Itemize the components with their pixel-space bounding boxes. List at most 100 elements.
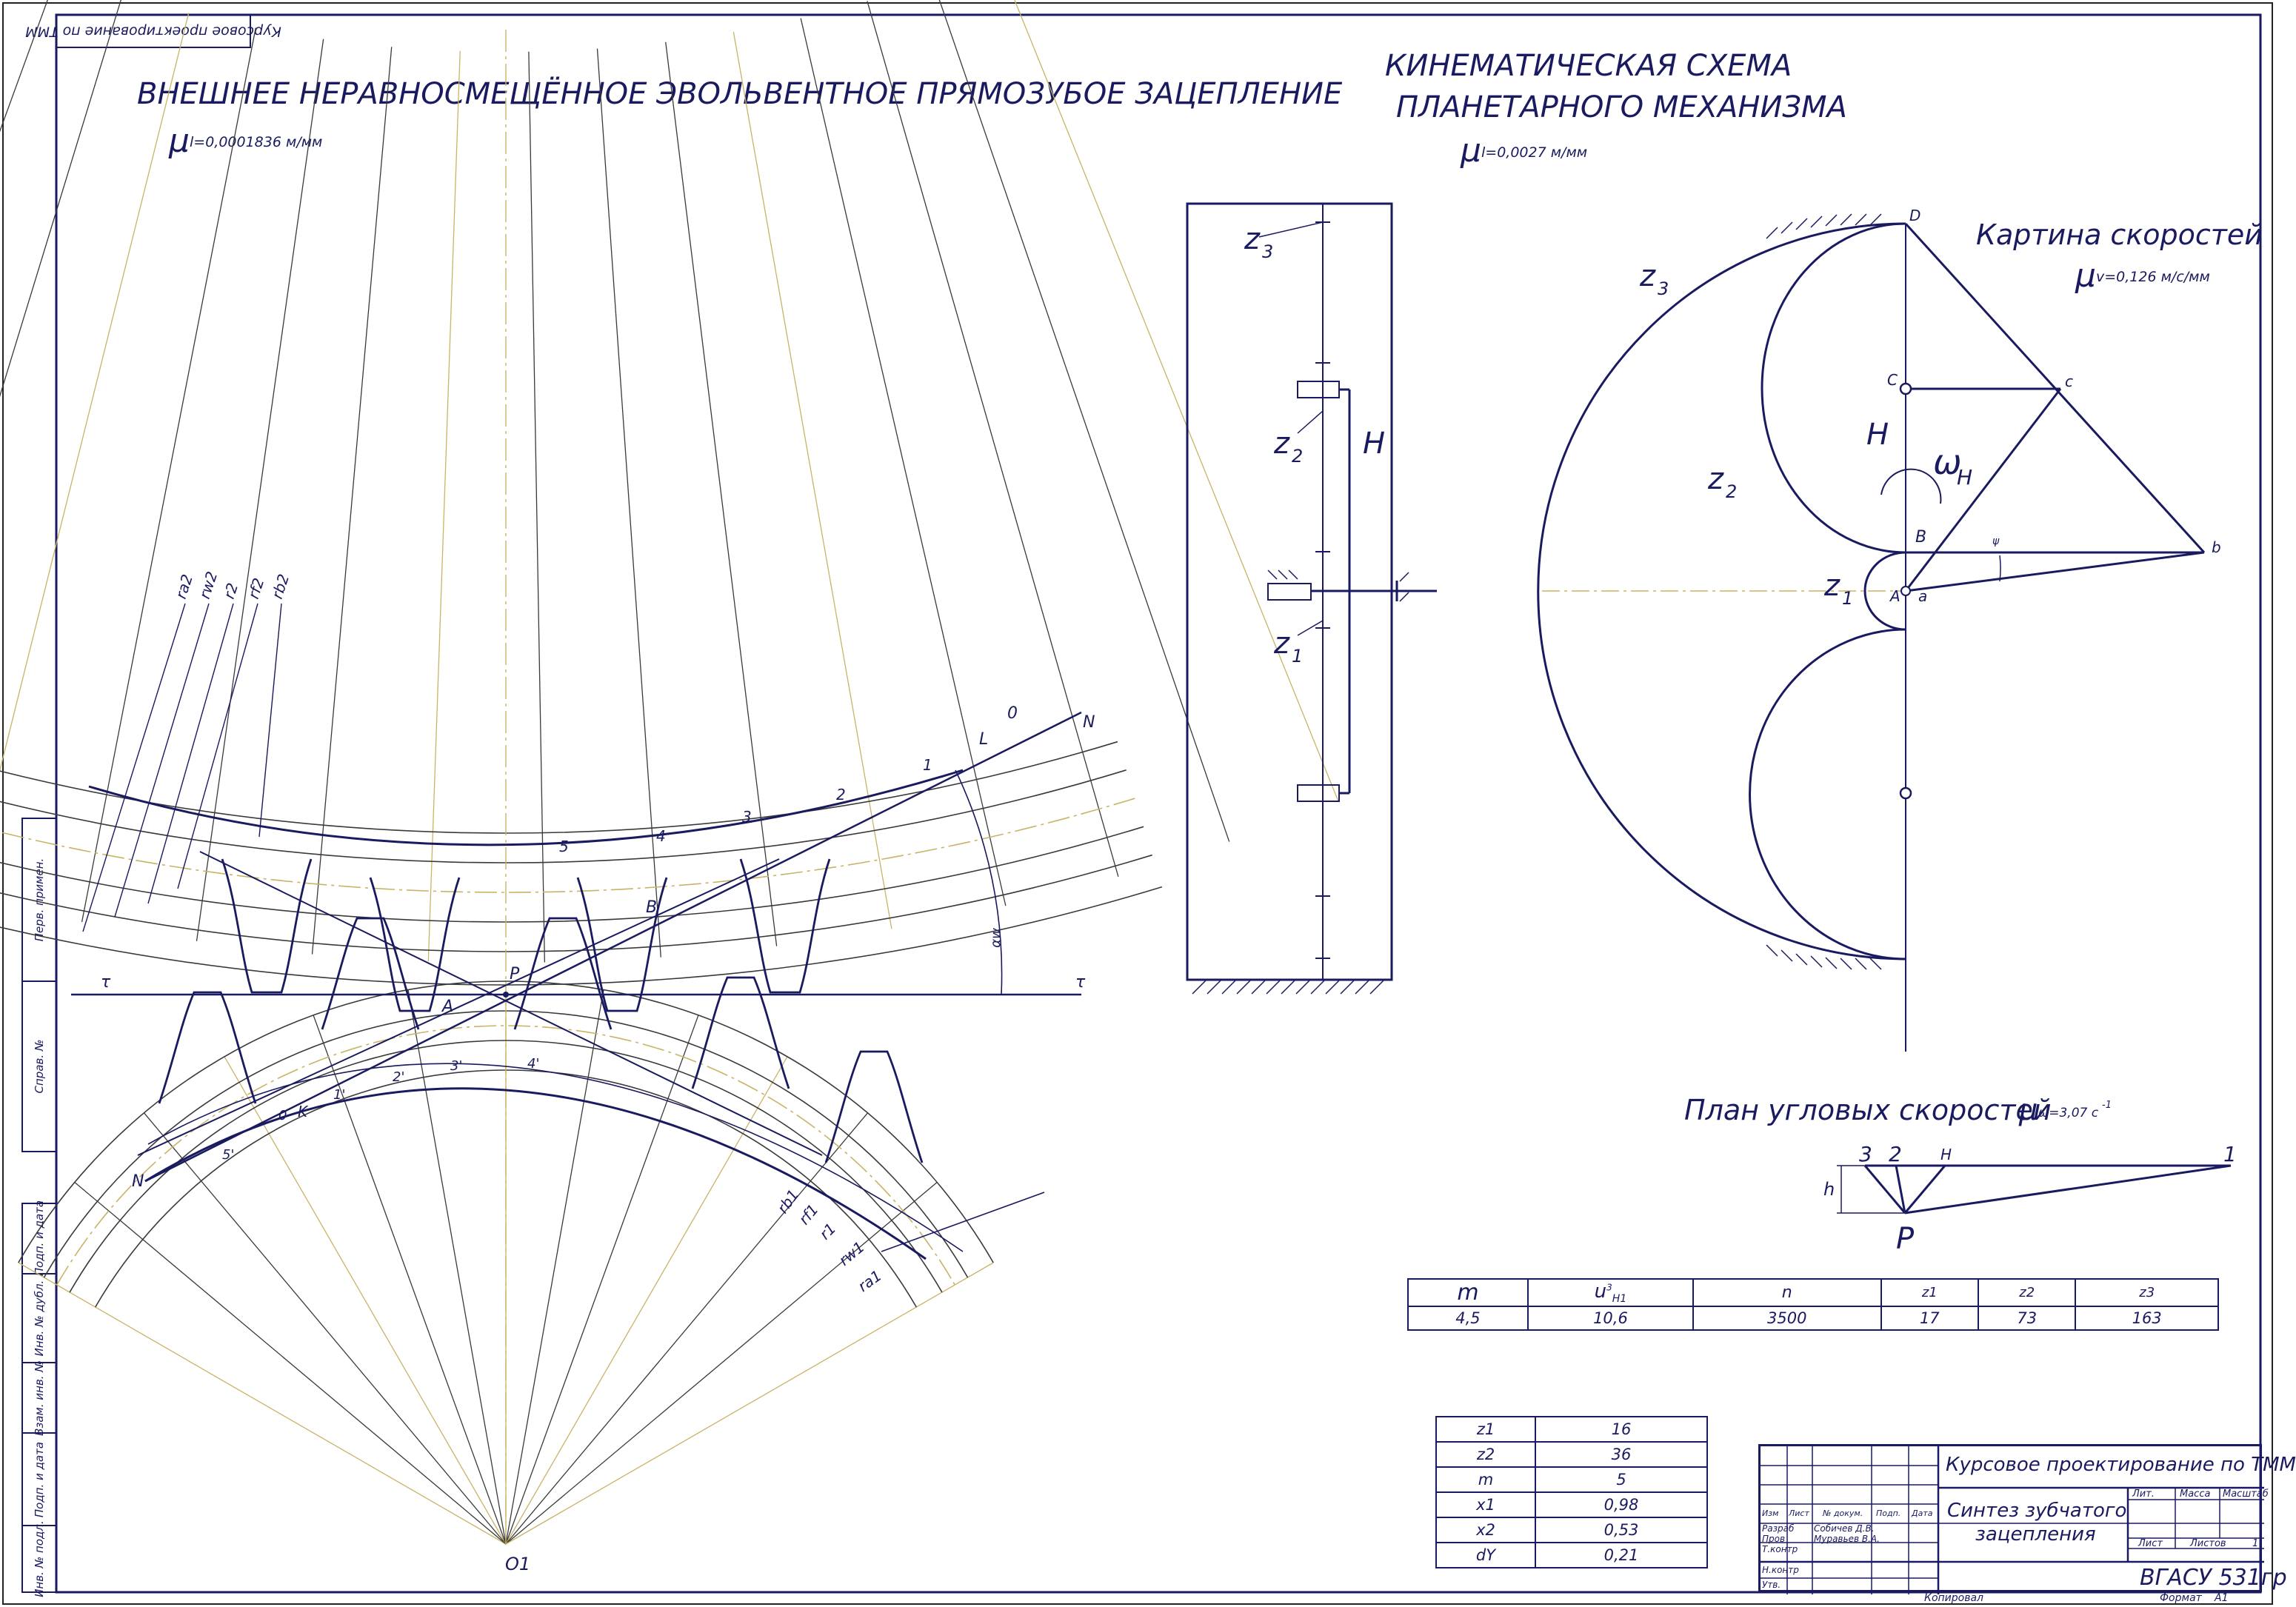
kin-table-values: 4,5 10,6 3500 17 73 163 (1407, 1306, 2219, 1331)
vel-z1: z (1823, 569, 1841, 603)
vel-b: b (2212, 538, 2221, 556)
gear-scale-mu: μ (168, 122, 190, 160)
gear-scale-sub: l=0,0001836 м/мм (190, 134, 322, 150)
vel-C: C (1887, 371, 1898, 389)
pt-0p: 0 (278, 1108, 287, 1123)
vel-scale-mu: μ (2075, 257, 2096, 295)
radial-line-upper (800, 18, 1007, 906)
vel-scale-sub: v=0,126 м/с/мм (2096, 269, 2210, 285)
vel-c: c (2065, 372, 2073, 390)
upper-gear-circle (0, 798, 1135, 893)
tb-copied: Копировал (1924, 1592, 1983, 1604)
title-block: Курсовое проектирование по ТММ Синтез зу… (1758, 1444, 2296, 1594)
tb-lit: Лит. (2132, 1489, 2155, 1500)
radial-line-lower (313, 1015, 507, 1545)
pt-2p: 2' (393, 1069, 404, 1085)
kin-z3: z (1244, 222, 1261, 256)
kin-val-m: 4,5 (1407, 1306, 1529, 1331)
vel-point-C (1899, 382, 1912, 395)
side-label-1: Перв. примен. (33, 858, 46, 942)
kin-z2: z (1273, 427, 1290, 461)
tb-col-date: Дата (1912, 1509, 1933, 1518)
radial-line-upper (867, 1, 1119, 877)
param-value: 0,53 (1535, 1517, 1708, 1543)
side-label-5: Взам. инв. № (33, 1360, 46, 1436)
upper-gear-tooth (739, 858, 831, 994)
kin-scale-mu: μ (1460, 132, 1481, 170)
omega-arc (1880, 468, 1942, 504)
kin-head-z3: z3 (2075, 1278, 2219, 1307)
label-ra1: ra1 (855, 1266, 885, 1295)
vel-title: Картина скоростей (1976, 218, 2263, 251)
param-value: 36 (1535, 1441, 1708, 1468)
radial-line-upper (311, 47, 393, 955)
kin-val-z1: 17 (1880, 1306, 1980, 1331)
radial-line-upper (0, 13, 190, 772)
label-rw2: rw2 (196, 569, 221, 601)
radial-line-lower (143, 1112, 507, 1545)
vel-point-A (1900, 586, 1911, 596)
label-B: B (646, 898, 657, 917)
param-value: 16 (1535, 1416, 1708, 1443)
kin-val-u: 10,6 (1526, 1306, 1694, 1331)
param-key: z1 (1435, 1416, 1537, 1443)
kin-head-u-sup: 3 (1606, 1282, 1612, 1293)
kin-table-header: m u3H1 n z1 z2 z3 (1407, 1278, 2219, 1307)
lower-gear-tooth (513, 917, 613, 1030)
tb-col-list: Лист (1789, 1509, 1809, 1518)
lower-gear-tooth (321, 917, 420, 1030)
radius-leader (147, 603, 234, 904)
radial-line-upper (427, 50, 461, 962)
param-key: z2 (1435, 1441, 1537, 1468)
param-key: m (1435, 1466, 1537, 1493)
gear-construction-lines (0, 0, 1339, 1545)
tb-role-utv: Утв. (1762, 1580, 1781, 1590)
side-label-6: Подп. и дата (33, 1442, 46, 1517)
pole-point (503, 992, 509, 998)
tb-sheets: Листов (2190, 1538, 2226, 1549)
radius-leader (114, 603, 210, 918)
tb-format-value: А1 (2215, 1592, 2229, 1604)
tb-sheets-value: 1 (2252, 1538, 2259, 1549)
radial-line-lower (505, 1015, 699, 1545)
radial-line-lower (505, 989, 604, 1545)
pt-0: 0 (1007, 704, 1018, 723)
ang-label-H: H (1940, 1146, 1952, 1163)
kin-leader-z1 (1297, 620, 1324, 636)
pt-3p: 3' (450, 1058, 462, 1074)
ang-label-2: 2 (1889, 1142, 1902, 1166)
radial-line-upper (938, 0, 1230, 842)
radius-leader (82, 603, 186, 932)
label-alpha-w: αw (988, 928, 1004, 949)
vel-omega-sub: H (1957, 465, 1972, 490)
radial-line-upper (528, 51, 546, 963)
pt-2: 2 (836, 786, 846, 804)
radial-line-lower (505, 1262, 994, 1545)
rotated-stamp: Курсовое проектирование по ТММ (25, 24, 281, 40)
drawing-frame (55, 13, 2262, 1594)
kin-scale-sub: l=0,0027 м/мм (1481, 144, 1587, 161)
radius-leader (177, 603, 258, 889)
ang-label-h: h (1823, 1179, 1835, 1200)
tb-scale: Масштаб (2223, 1489, 2269, 1500)
vel-point-lower (1899, 786, 1912, 800)
radial-line-lower (505, 1112, 869, 1545)
vel-psi: ψ (1992, 535, 2000, 547)
vel-ground-hatch (1766, 213, 1882, 970)
tb-role-razrab: Разраб (1762, 1523, 1795, 1534)
kin-title-2: ПЛАНЕТАРНОГО МЕХАНИЗМА (1396, 90, 1847, 124)
radial-line-upper (196, 39, 324, 941)
pt-K: K (298, 1103, 309, 1120)
vel-H: H (1866, 418, 1889, 452)
kin-ground-hatch (1192, 569, 1409, 995)
radial-line-upper (81, 27, 256, 923)
vel-D: D (1909, 207, 1920, 224)
pt-3: 3 (742, 808, 752, 826)
tb-group: ВГАСУ 531гр (2140, 1565, 2287, 1591)
upper-tip-arc (88, 769, 964, 846)
kin-z1: z (1273, 627, 1290, 661)
rotated-stamp-box (56, 14, 251, 48)
